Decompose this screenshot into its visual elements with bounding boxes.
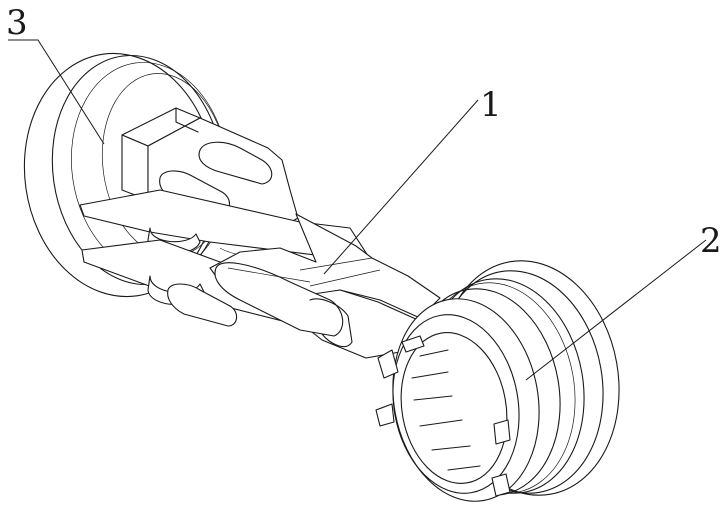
callout-2: 2 [700,221,722,261]
callout-1: 1 [480,85,502,125]
callout-3: 3 [6,3,28,43]
leader-1 [324,100,478,274]
